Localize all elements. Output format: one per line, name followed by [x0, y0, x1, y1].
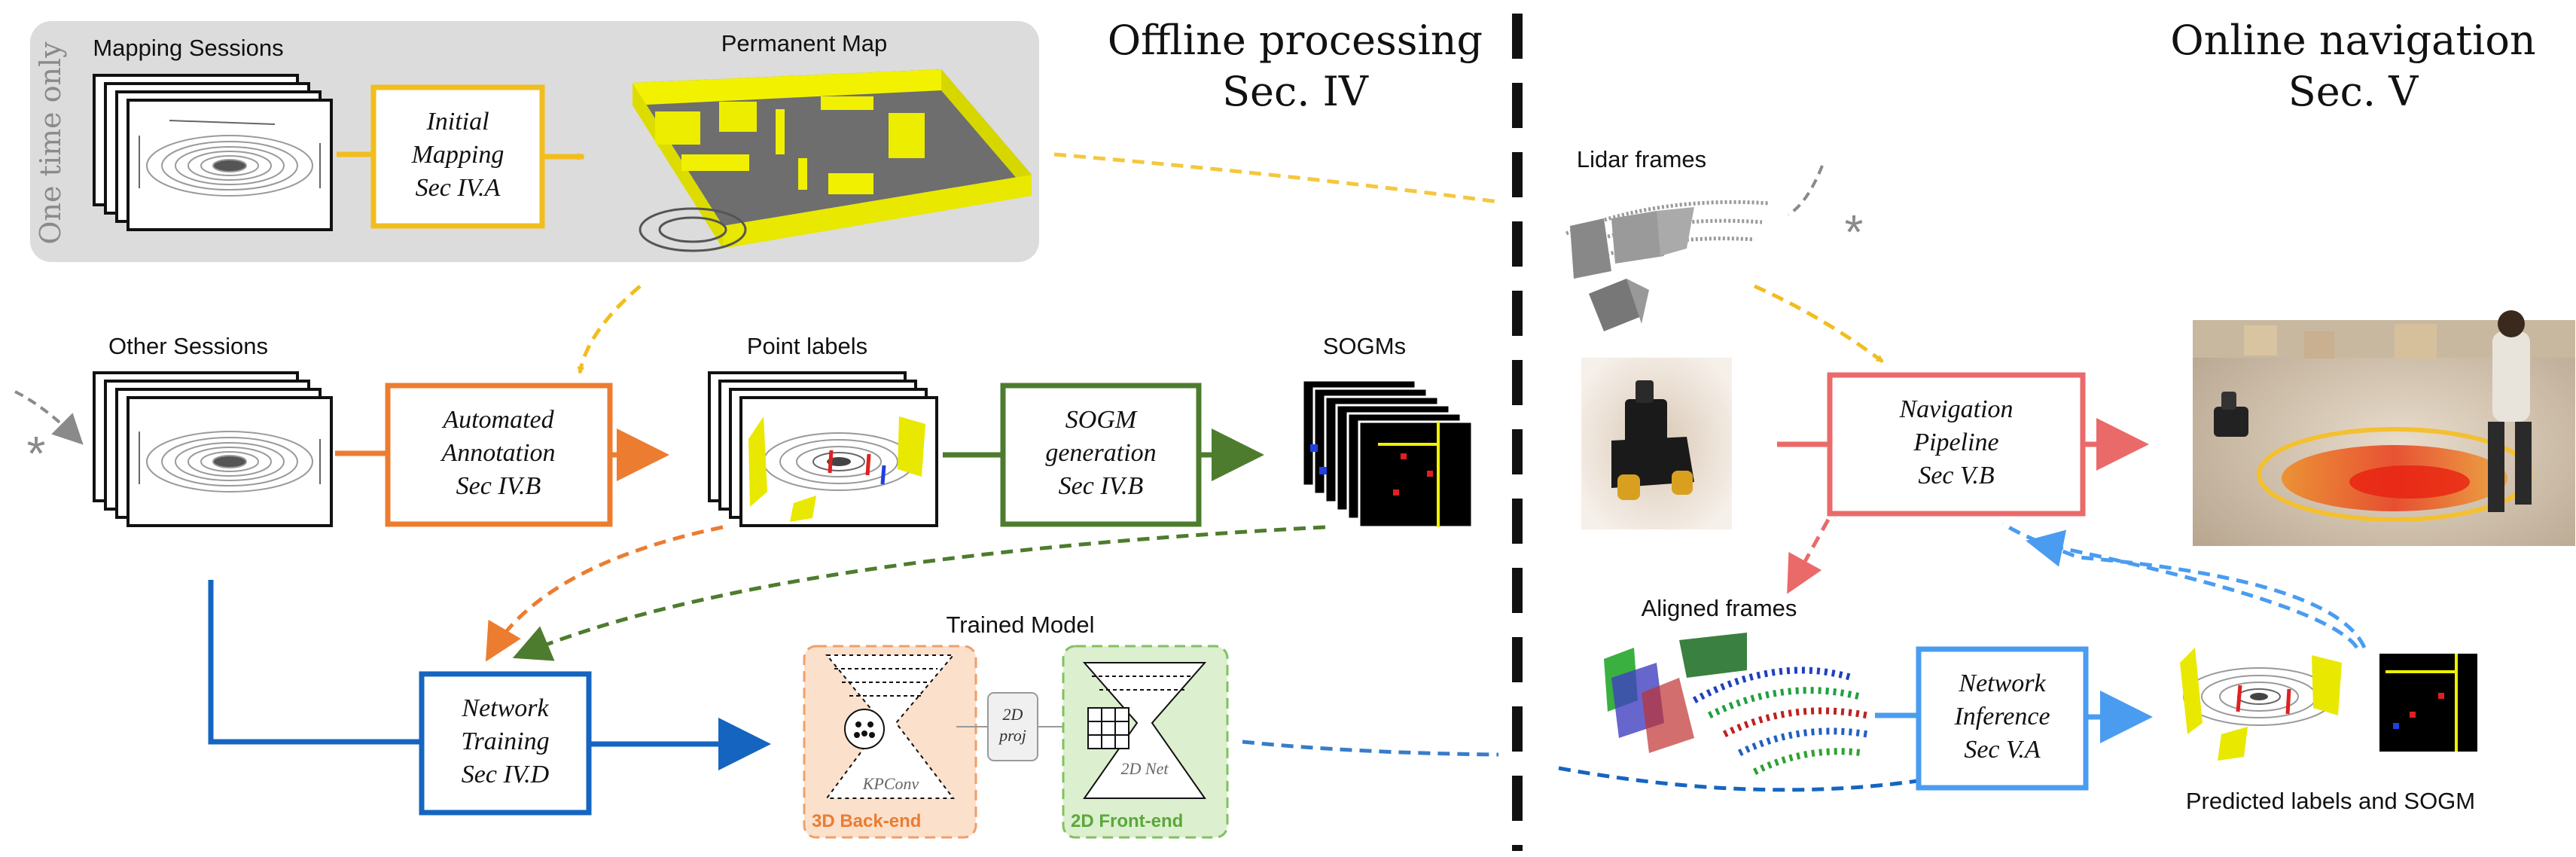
arrow-sessions-to-training: [208, 580, 422, 745]
training-line2: Training: [461, 727, 549, 755]
inference-line3: Sec V.A: [1964, 736, 2041, 764]
point-labels-label: Point labels: [747, 333, 867, 359]
other-sessions-stack: [93, 371, 333, 527]
arrow-asterisk-to-sessions: [14, 390, 84, 445]
initial-mapping-line2: Mapping: [411, 141, 505, 169]
arrow-map-to-online: [1053, 152, 1499, 204]
inference-line1: Network: [1958, 669, 2046, 697]
predicted-sogm-image: [2379, 654, 2477, 752]
online-section: Sec. V: [2288, 68, 2419, 115]
permanent-map-label: Permanent Map: [721, 30, 888, 56]
sogms-stack: [1301, 379, 1474, 529]
arrow-predicted-to-pipeline-a: [2026, 529, 2359, 649]
proj-2d-line2: proj: [998, 726, 1026, 745]
arrow-asterisk-to-lidar: [1787, 165, 1824, 216]
arrow-predicted-to-pipeline-b: [2001, 521, 2367, 649]
frontend-2d-label: 2D Front-end: [1071, 811, 1183, 831]
initial-mapping-line3: Sec IV.A: [416, 174, 501, 202]
proj-2d-line1: 2D: [1003, 705, 1023, 724]
arrow-map-to-annotation: [577, 285, 642, 374]
aligned-frames-label: Aligned frames: [1642, 595, 1797, 621]
lidar-frames-image: [1565, 200, 1770, 331]
other-sessions-label: Other Sessions: [108, 333, 268, 359]
initial-mapping-line1: Initial: [425, 108, 489, 136]
annotation-line2: Annotation: [440, 439, 555, 467]
offline-title: Offline processing: [1108, 17, 1483, 64]
mapping-sessions-label: Mapping Sessions: [93, 35, 283, 61]
backend-3d-label: 3D Back-end: [812, 811, 921, 831]
arrow-model-to-inference: [1242, 740, 1499, 757]
offline-section: Sec. IV: [1222, 68, 1369, 115]
permanent-map-image: [633, 69, 1032, 252]
inference-line2: Inference: [1953, 703, 2050, 730]
point-labels-stack: [708, 371, 938, 527]
aligned-frames-image: [1604, 633, 1868, 776]
lidar-frames-label: Lidar frames: [1577, 146, 1706, 172]
mapping-sessions-stack: [93, 74, 333, 231]
initial-mapping-box: [370, 84, 545, 229]
annotation-line3: Sec IV.B: [456, 472, 541, 500]
arrow-pipeline-to-aligned: [1787, 518, 1831, 594]
kpconv-label: KPConv: [862, 774, 919, 793]
other-sessions-asterisk: *: [27, 426, 46, 480]
online-asterisk: *: [1845, 205, 1864, 259]
pipeline-line2: Pipeline: [1913, 428, 1998, 456]
arrow-model-to-inference-online: [1558, 753, 2010, 792]
predicted-labels-image: [2180, 648, 2342, 761]
navigation-scene-photo: [2193, 310, 2575, 546]
arrow-lidar-to-pipeline: [1753, 284, 1884, 364]
network-training-box: [419, 671, 592, 816]
arrow-labels-to-training: [485, 525, 724, 662]
one-time-label: One time only: [34, 41, 67, 245]
pipeline-line3: Sec V.B: [1918, 462, 1995, 489]
kpconv-encoder: [825, 654, 956, 799]
predicted-label: Predicted labels and SOGM: [2186, 788, 2475, 814]
sogm-gen-line1: SOGM: [1065, 406, 1138, 434]
arrow-sogms-to-training: [512, 525, 1326, 661]
online-title: Online navigation: [2170, 17, 2535, 64]
trained-model-label: Trained Model: [946, 611, 1094, 638]
sogms-label: SOGMs: [1323, 333, 1406, 359]
net-2d-label: 2D Net: [1121, 759, 1169, 778]
training-line3: Sec IV.D: [462, 761, 550, 788]
sogm-gen-line3: Sec IV.B: [1059, 472, 1144, 500]
pipeline-line1: Navigation: [1898, 395, 2013, 423]
network-inference-box: [1916, 646, 2089, 791]
robot-photo: [1581, 358, 1732, 529]
annotation-line1: Automated: [441, 406, 554, 434]
sogm-gen-line2: generation: [1045, 439, 1156, 467]
automated-annotation-box: [385, 383, 613, 527]
net-2d-decoder: [1082, 662, 1207, 799]
training-line1: Network: [461, 694, 549, 722]
